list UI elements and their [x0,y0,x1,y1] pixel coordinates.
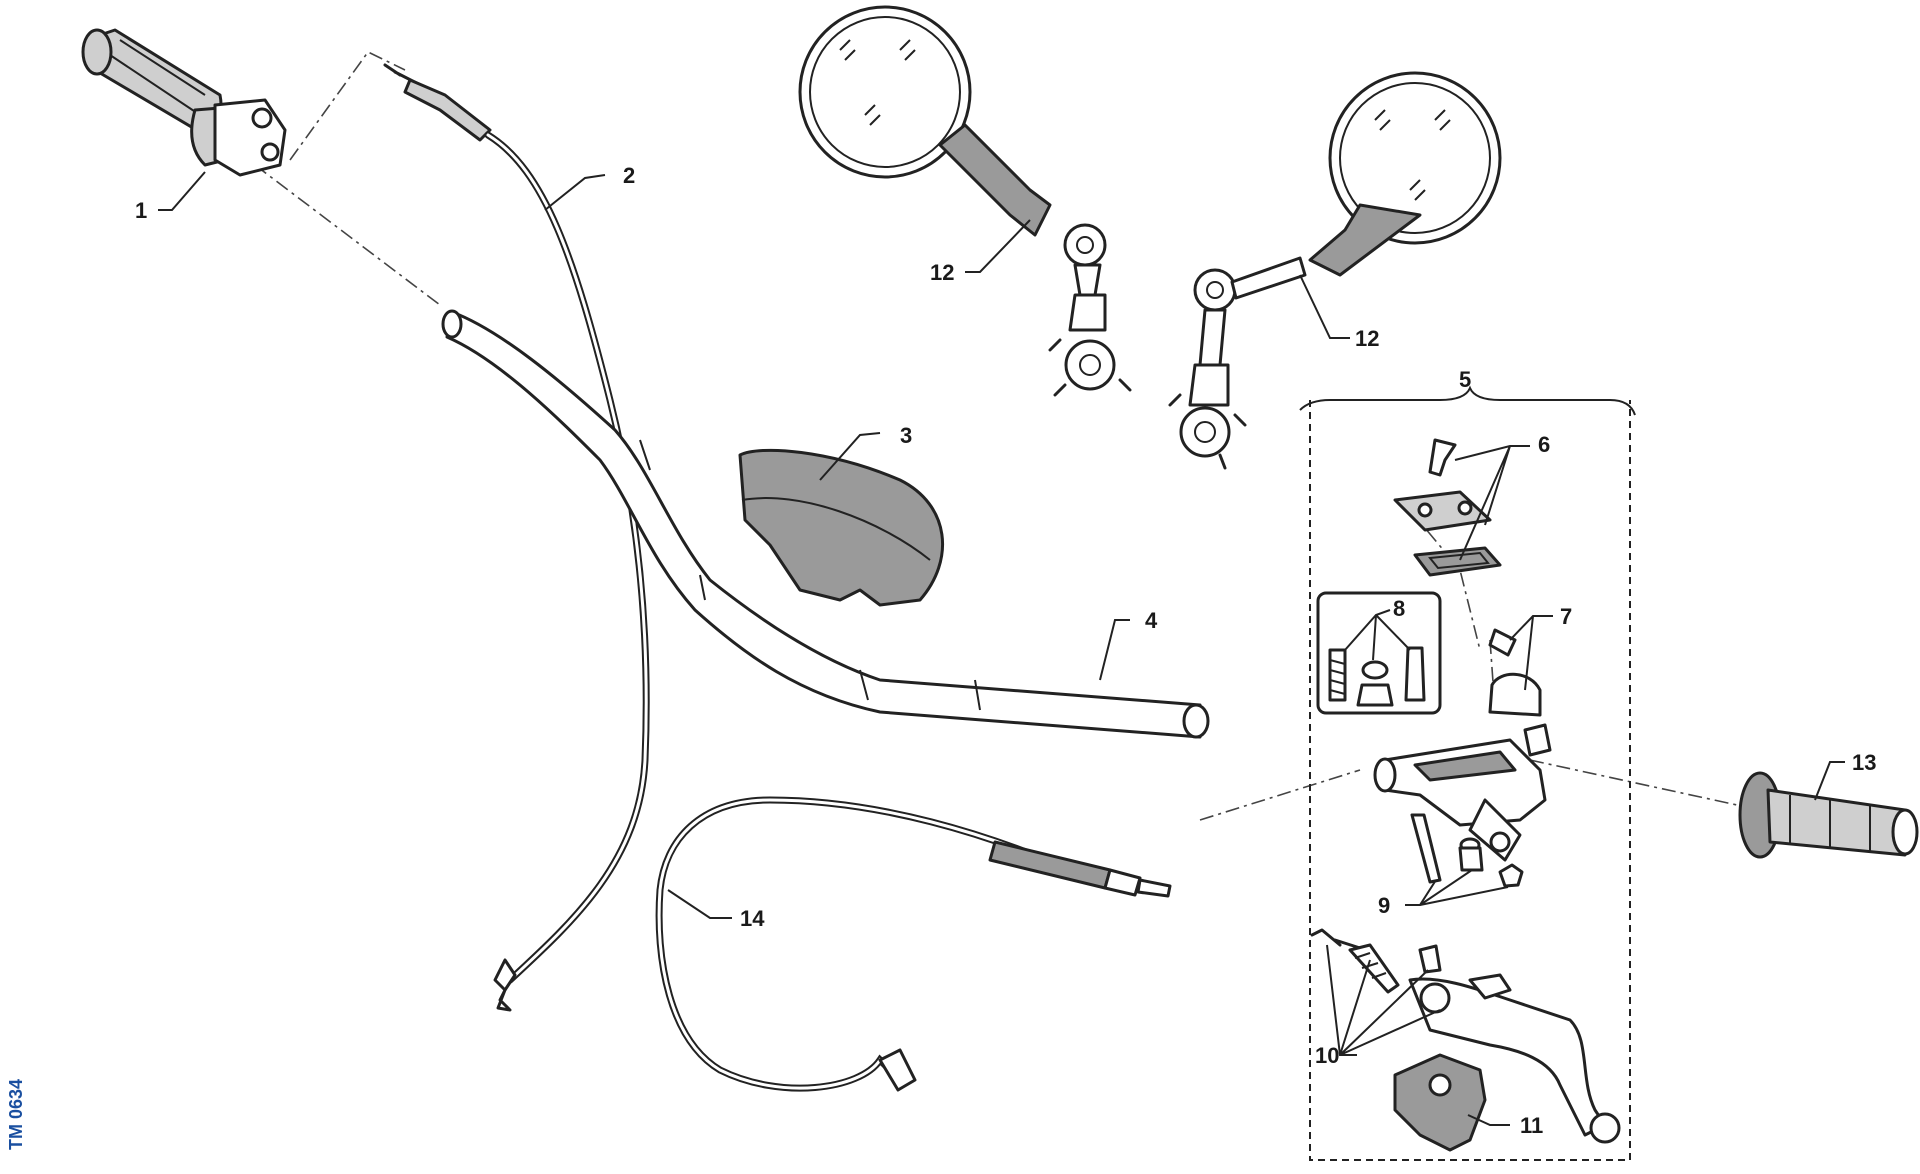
throttle-grip [81,28,287,177]
callout-10: 10 [1315,1043,1339,1068]
callout-5: 5 [1459,367,1471,392]
callout-3: 3 [900,423,912,448]
clutch-lever [1310,928,1621,1144]
left-grip [1738,771,1919,859]
handlebar-pad [738,448,944,607]
reference-code: TM 0634 [6,1079,26,1150]
callout-12-left: 12 [930,260,954,285]
leader-lines [158,171,1845,1126]
callout-6: 6 [1538,432,1550,457]
callout-4: 4 [1145,608,1158,633]
clutch-cable [655,796,1172,1092]
callout-2: 2 [623,163,635,188]
clutch-master-cylinder [1373,738,1547,862]
callout-7: 7 [1560,604,1572,629]
handlebar [441,309,1210,739]
callout-9: 9 [1378,893,1390,918]
lever-guard [1393,1053,1487,1152]
piston-kit-inset [1316,591,1442,715]
mounting-hardware [1410,813,1524,888]
left-mirror [798,5,1132,397]
callout-13: 13 [1852,750,1876,775]
right-mirror [1168,71,1502,470]
callout-14: 14 [740,906,765,931]
callout-labels: 1 2 3 4 5 6 7 8 9 10 11 12 12 13 14 [135,163,1876,1138]
callout-11: 11 [1520,1113,1543,1138]
callout-12-right: 12 [1355,326,1379,351]
callout-8: 8 [1393,596,1405,621]
throttle-cable [383,63,650,1012]
master-cylinder-clamp [1488,628,1552,757]
callout-1: 1 [135,198,147,223]
reservoir-cap [1393,438,1502,577]
